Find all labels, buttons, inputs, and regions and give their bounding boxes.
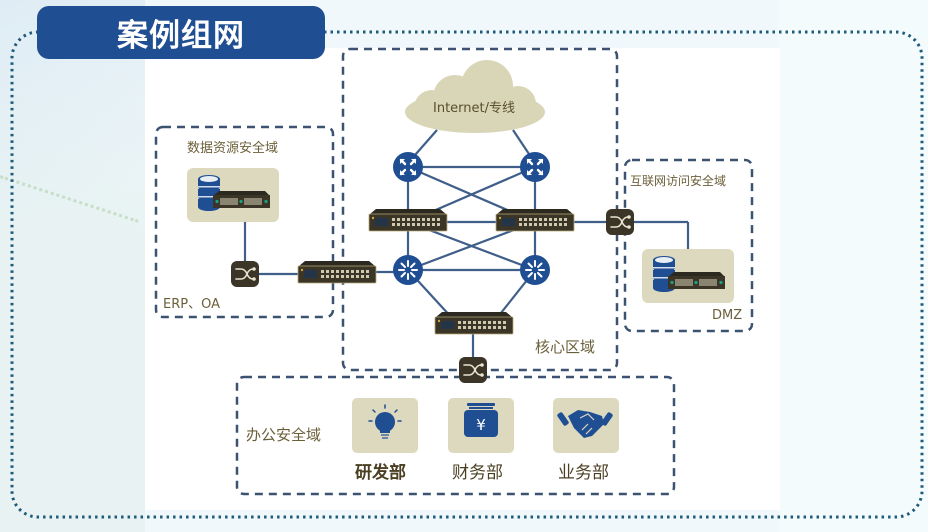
- background-decoration-right: [778, 0, 928, 532]
- svg-text:¥: ¥: [476, 416, 486, 434]
- yuan-jar-icon: ¥: [464, 403, 498, 437]
- dmz-server-icon: [642, 249, 734, 303]
- connection-lines: [243, 129, 690, 368]
- dept-label-finance: 财务部: [452, 463, 503, 483]
- cloud-label: Internet/专线: [433, 101, 515, 116]
- core-switch-left-icon: [368, 208, 448, 232]
- background-decoration-left: [0, 0, 145, 532]
- core-zone-title: 核心区域: [535, 338, 596, 356]
- handshake-icon: [557, 410, 613, 438]
- dept-label-rnd: 研发部: [355, 463, 406, 483]
- aggregation-switch-right-icon: [519, 254, 551, 286]
- data-zone-switch-icon: [297, 260, 377, 284]
- dept-label-business: 业务部: [558, 463, 609, 483]
- data-server-icon: [187, 168, 279, 222]
- office-access-switch-icon: [434, 311, 514, 335]
- internet-access-zone-footer: DMZ: [712, 308, 743, 323]
- page-title-box: 案例组网: [37, 6, 325, 59]
- outer-frame: [10, 30, 924, 519]
- dept-tile-finance: ¥: [448, 398, 514, 453]
- dmz-firewall-icon: [605, 208, 635, 236]
- data-zone-title: 数据资源安全域: [187, 141, 279, 156]
- data-zone-footer: ERP、OA: [163, 297, 220, 312]
- office-firewall-icon: [458, 356, 488, 384]
- office-zone-title: 办公安全域: [246, 426, 322, 444]
- aggregation-switch-left-icon: [392, 254, 424, 286]
- data-zone-firewall-icon: [230, 260, 260, 288]
- office-zone-border: [235, 375, 676, 496]
- router-left-icon: [391, 150, 425, 184]
- internet-access-zone-border: [623, 158, 754, 333]
- internet-access-zone-title: 互联网访问安全域: [630, 174, 727, 188]
- data-resource-zone-border: [154, 125, 335, 319]
- router-right-icon: [518, 150, 552, 184]
- internet-cloud: [405, 60, 545, 133]
- core-switch-right-icon: [495, 208, 575, 232]
- lightbulb-icon: [368, 404, 402, 439]
- page-title: 案例组网: [117, 18, 245, 54]
- dept-tile-rnd: [352, 398, 418, 453]
- dept-tile-business: [553, 398, 619, 453]
